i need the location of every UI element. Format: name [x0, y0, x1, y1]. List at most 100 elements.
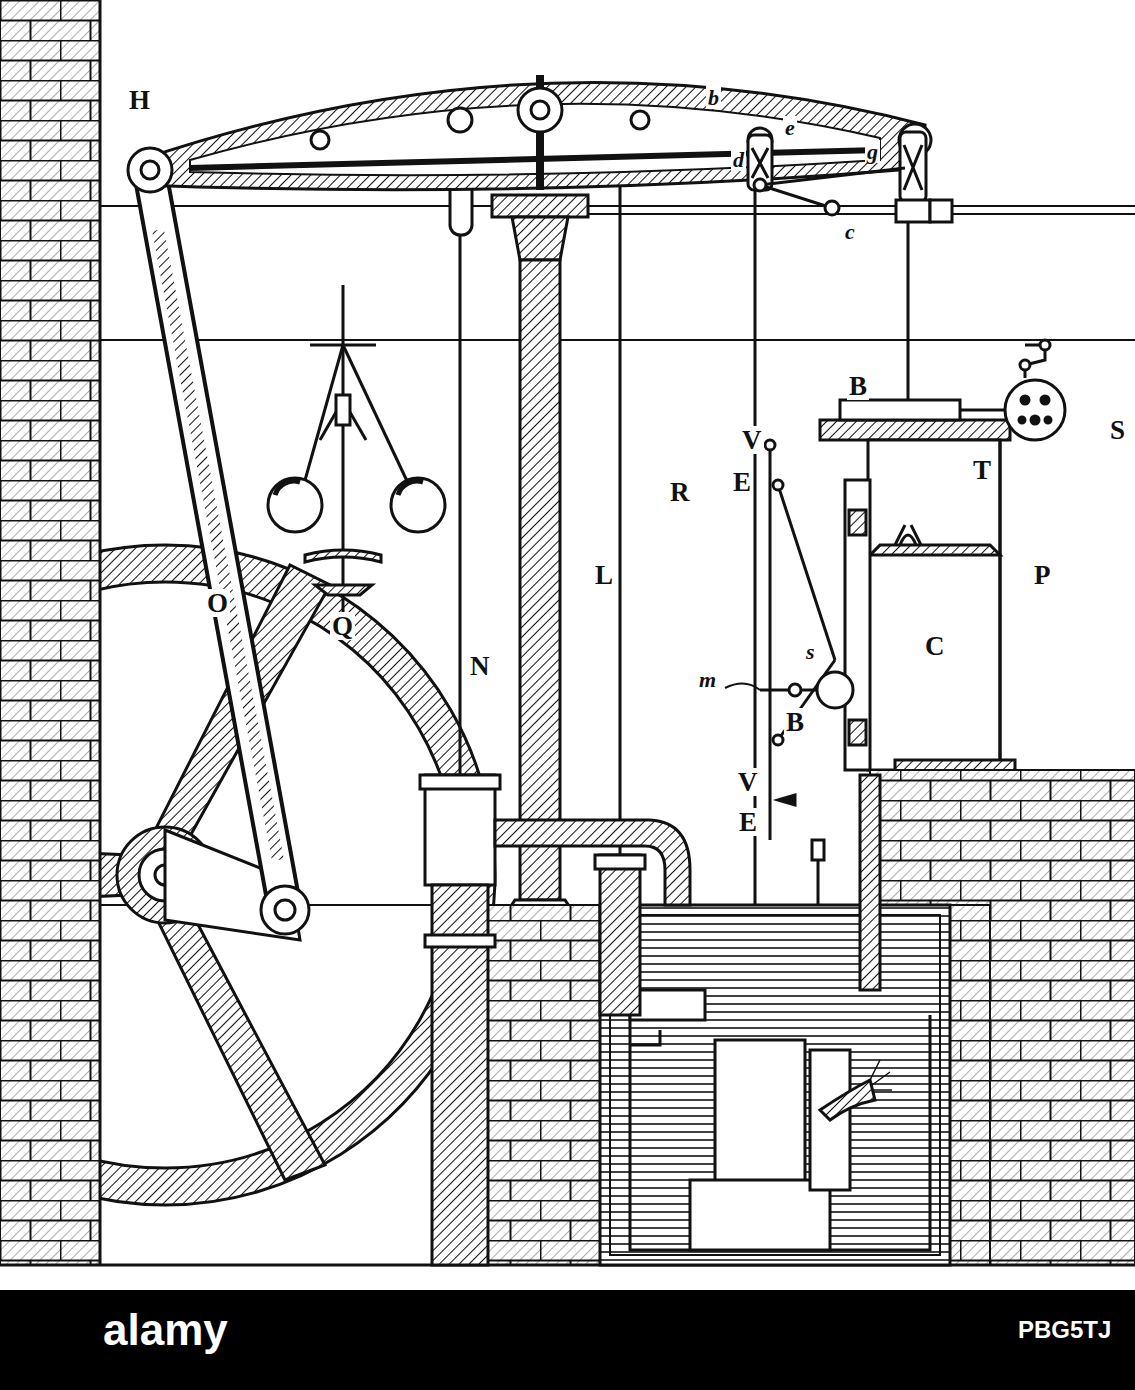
column-part [520, 260, 560, 900]
cylinder-part [1041, 396, 1049, 404]
valve-gear-part [789, 684, 801, 696]
pumps-part [425, 775, 495, 885]
condenser-tank-part [860, 775, 880, 990]
part-letter: C [923, 632, 947, 660]
condenser-tank-part [630, 1030, 660, 1045]
valve-gear-part [845, 480, 870, 770]
condenser-tank-part [870, 1060, 892, 1090]
beam-part [311, 131, 329, 149]
pumps-part [420, 775, 500, 789]
part-letter: L [593, 561, 615, 589]
pumps-part [600, 855, 640, 1015]
valve-gear-part [778, 485, 835, 660]
pumps-part [425, 935, 495, 947]
cylinder-part [999, 440, 1002, 775]
watermark-bar [0, 1290, 1135, 1390]
valve-gear-part [778, 795, 795, 805]
part-letter-small: c [843, 220, 857, 243]
beam-part [128, 148, 172, 192]
valve-gear-part [725, 683, 760, 690]
part-letter-small: d [731, 148, 746, 171]
part-letter: B [784, 708, 806, 736]
pumps-part [495, 820, 690, 905]
valve-gear-part [817, 672, 853, 708]
cylinder-part [911, 525, 921, 545]
part-letter-small: e [783, 116, 797, 139]
cylinder-part [1021, 396, 1029, 404]
cylinder-part [1005, 380, 1065, 440]
cylinder [820, 340, 1065, 775]
connecting-rod-part [150, 172, 285, 910]
beam-part [531, 101, 549, 119]
pump-rods-part [619, 155, 622, 860]
column [492, 195, 588, 915]
cylinder-part [960, 409, 1005, 412]
cylinder-part [1020, 360, 1030, 370]
part-letter: N [468, 652, 492, 680]
parallel-motion [748, 132, 952, 222]
cylinder-part [900, 535, 916, 545]
masonry-part [950, 905, 990, 1265]
part-letter: S [1108, 416, 1127, 444]
valve-gear-part [849, 510, 866, 535]
parallel-motion-part [930, 200, 952, 222]
watermark: alamy [101, 1307, 230, 1353]
governor-part [391, 478, 445, 532]
part-letter: V [736, 768, 760, 796]
frame-lines-part [100, 339, 1135, 341]
pump-rods-part [459, 235, 462, 780]
part-letter: H [127, 86, 152, 114]
cylinder-part [895, 525, 905, 545]
parallel-motion-part [752, 148, 768, 178]
masonry-part [0, 1264, 1135, 1267]
condenser-tank-part [630, 990, 930, 1250]
beam-part [141, 161, 159, 179]
parallel-motion-part [760, 185, 832, 208]
connecting-rod-part [275, 900, 295, 920]
connecting-rod-part [150, 172, 285, 910]
masonry [0, 0, 1135, 1265]
parallel-motion-part [825, 201, 839, 215]
beam-part [631, 111, 649, 129]
part-letter-small: m [697, 668, 718, 691]
condenser-tank-part [600, 905, 950, 1265]
valve-gear-part [769, 445, 772, 840]
part-letter: O [205, 589, 230, 617]
column-part [512, 217, 568, 260]
parallel-motion-part [748, 135, 772, 190]
governor-part [342, 285, 345, 630]
governor-part [343, 345, 415, 498]
valve-gear-part [812, 840, 824, 860]
governor-part [336, 395, 350, 425]
parallel-motion-part [754, 179, 766, 191]
masonry-part [99, 0, 102, 1265]
governor-part [305, 550, 381, 562]
beam [128, 75, 931, 192]
parallel-motion-part [896, 200, 930, 222]
governor-part [398, 481, 423, 495]
beam-part [140, 82, 925, 189]
governor-part [275, 481, 300, 495]
cylinder-part [870, 545, 1000, 555]
valve-gear-part [765, 440, 775, 450]
part-letter: Q [330, 612, 355, 640]
parallel-motion-part [904, 145, 922, 190]
part-letter: E [737, 808, 759, 836]
condenser-tank-part [820, 1080, 875, 1120]
part-letter: E [731, 468, 753, 496]
cylinder-part [840, 400, 960, 420]
parallel-motion-part [760, 168, 905, 185]
connecting-rod-part [261, 886, 309, 934]
cylinder-part [868, 440, 1000, 770]
part-letter-small: s [804, 640, 817, 663]
connecting-rod [150, 172, 309, 934]
cylinder-part [1031, 416, 1039, 424]
valve-gear-part [773, 735, 783, 745]
part-letter-small: b [706, 86, 721, 109]
governor-part [310, 344, 376, 347]
image-id: PBG5TJ [1016, 1317, 1113, 1342]
valve-gear-part [773, 480, 783, 490]
connecting-rod-part [158, 230, 278, 860]
